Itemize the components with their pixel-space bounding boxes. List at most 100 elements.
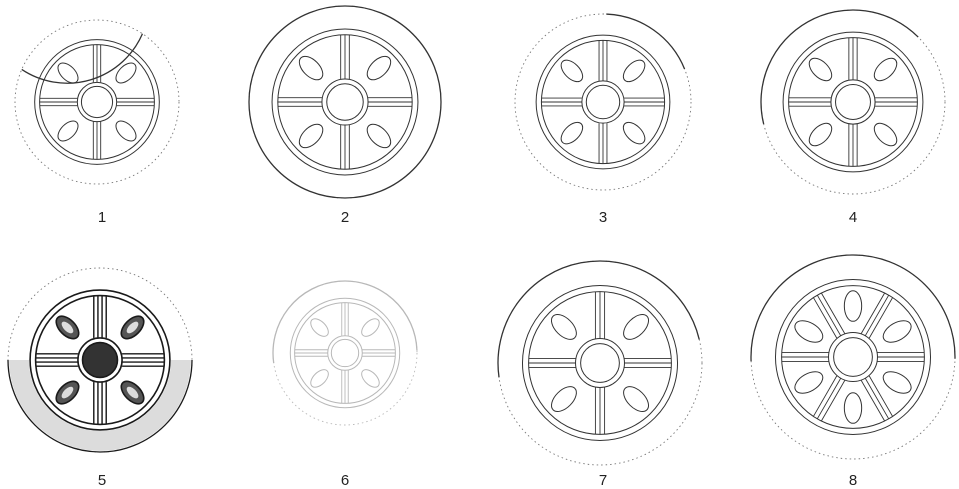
inner-ring-outer (29, 289, 171, 431)
inner-ring-outer (535, 34, 671, 170)
figure-label-4: 4 (849, 209, 857, 226)
leaf-motif (361, 369, 380, 388)
roundel-figure-7 (497, 260, 703, 466)
leaf-motif (808, 57, 833, 82)
roundel-figure-4 (760, 9, 946, 195)
hub-center (585, 84, 621, 120)
figure-label-3: 3 (599, 209, 607, 226)
reconstruction-outline (14, 19, 180, 185)
spoke-line (860, 292, 886, 334)
inner-ring-inner (34, 294, 166, 426)
leaf-motif (794, 320, 824, 343)
leaf-motif (882, 371, 912, 394)
leaf-motif (115, 120, 137, 142)
hub-ring (830, 79, 876, 125)
preserved-rim (750, 254, 956, 362)
spoke-line (860, 380, 886, 422)
spoke-line (812, 297, 838, 339)
figures-group (7, 5, 956, 466)
stippled-rim-band (9, 359, 191, 451)
inner-ring-outer (34, 39, 160, 165)
hub-center (835, 84, 871, 120)
spoke-line (868, 375, 894, 417)
hub-center (326, 83, 364, 121)
leaf-motif (361, 318, 380, 337)
hub-ring (575, 338, 625, 388)
hub-ring (76, 81, 118, 123)
leaf-motif (882, 320, 912, 343)
spoke-line (864, 294, 890, 337)
leaf-motif (622, 59, 646, 83)
figure-label-8: 8 (849, 472, 857, 489)
leaf-motif (366, 55, 392, 81)
spoke-line (816, 377, 842, 420)
hub-center (580, 343, 620, 383)
figure-label-5: 5 (98, 472, 106, 489)
leaf-motif (873, 122, 898, 147)
spoke-line (820, 380, 846, 422)
leaf-motif (115, 62, 137, 84)
roundel-figure-6 (272, 280, 418, 426)
figure-label-2: 2 (341, 209, 349, 226)
inner-ring-outer (521, 284, 679, 442)
figure-label-7: 7 (599, 472, 607, 489)
leaf-motif (560, 121, 584, 145)
leaf-motif (298, 55, 324, 81)
leaf-highlight (126, 321, 139, 334)
leaf-motif (310, 369, 329, 388)
hub-ring (828, 332, 878, 382)
hub-ring (321, 78, 369, 126)
hub-center (81, 341, 119, 379)
leaf-motif (623, 314, 649, 340)
leaf-motif (843, 392, 863, 424)
roundel-figure-5 (7, 267, 193, 453)
hub-center (833, 337, 873, 377)
leaf-motif (57, 120, 79, 142)
roundel-figure-1 (14, 19, 180, 185)
hub-ring (327, 335, 363, 371)
preserved-rim (497, 260, 700, 378)
leaf-motif (623, 386, 649, 412)
inner-ring-outer (289, 297, 401, 409)
leaf-motif (560, 59, 584, 83)
preserved-rim (272, 280, 418, 364)
leaf-motif (310, 318, 329, 337)
leaf-motif (873, 57, 898, 82)
spoke-line (820, 292, 846, 334)
roundel-figure-8 (750, 254, 956, 460)
leaf-motif (366, 123, 392, 149)
roundel-figure-3 (514, 13, 692, 191)
inner-ring-outer (271, 28, 419, 176)
spoke-line (812, 375, 838, 417)
leaf-motif (551, 314, 577, 340)
leaf-highlight (61, 386, 74, 399)
spoke-line (816, 294, 842, 337)
preserved-rim (7, 359, 193, 453)
leaf-highlight (61, 321, 74, 334)
leaf-highlight (126, 386, 139, 399)
figure-label-1: 1 (98, 209, 106, 226)
reconstruction-outline (514, 13, 692, 191)
hub-ring (581, 80, 625, 124)
leaf-motif (298, 123, 324, 149)
preserved-rim (606, 13, 686, 70)
leaf-motif (622, 121, 646, 145)
leaf-motif (808, 122, 833, 147)
leaf-motif (551, 386, 577, 412)
hub-center (80, 85, 114, 119)
preserved-rim (248, 5, 442, 199)
figure-label-6: 6 (341, 472, 349, 489)
spoke-line (868, 297, 894, 339)
hub-ring (77, 337, 123, 383)
inner-ring-outer (782, 31, 924, 173)
preserved-rim (760, 9, 919, 125)
leaf-motif (57, 62, 79, 84)
spoke-line (864, 377, 890, 420)
leaf-motif (843, 290, 863, 322)
roundel-figure-2 (248, 5, 442, 199)
preserved-rim (21, 33, 144, 84)
hub-center (330, 338, 360, 368)
inner-ring-outer (774, 278, 932, 436)
leaf-motif (794, 371, 824, 394)
